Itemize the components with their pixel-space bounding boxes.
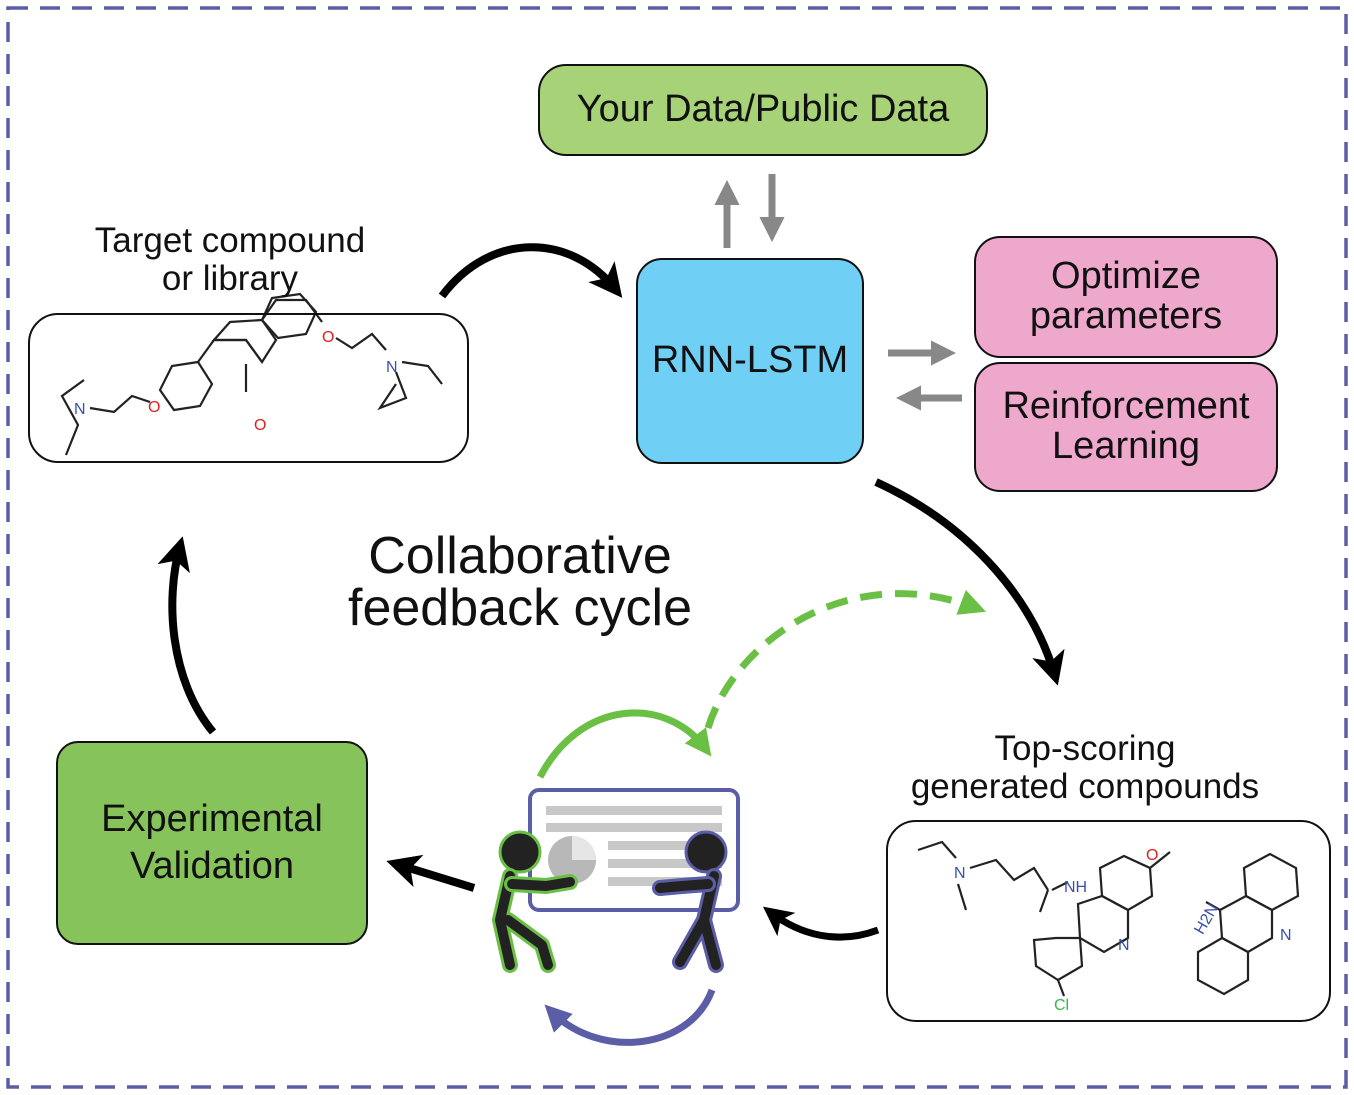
atom-target-N-left: N	[74, 401, 86, 418]
arrow-experimental-to-target	[157, 536, 217, 735]
target-compound-box	[28, 313, 469, 463]
atom-target-O-right: O	[322, 329, 334, 346]
arrow-purple-bottom	[544, 988, 716, 1046]
arrow-rnn-to-topscoring	[874, 478, 1065, 686]
top-scoring-compounds-box	[886, 820, 1331, 1022]
optimize-parameters-label: Optimize parameters	[1029, 255, 1223, 337]
person-purple-icon	[652, 830, 728, 973]
experimental-validation-node: Experimental Validation	[56, 741, 368, 945]
target-compound-label: Target compound or library	[94, 221, 366, 298]
arrow-target-to-rnn	[438, 243, 623, 299]
generated-molecule-2	[1196, 852, 1300, 996]
reinforcement-learning-node: Reinforcement Learning	[974, 362, 1278, 492]
atom-target-N-right: N	[386, 359, 398, 376]
atom-gen-Cl: Cl	[1054, 997, 1069, 1014]
arrow-topscoring-to-people	[762, 906, 880, 941]
atom-gen-N-ring1: N	[1118, 937, 1130, 954]
atom-target-O-ketone: O	[254, 417, 266, 434]
optimize-parameters-node: Optimize parameters	[974, 236, 1278, 358]
data-source-node: Your Data/Public Data	[538, 64, 988, 156]
atom-gen-N-amine: N	[954, 865, 966, 882]
pie-chart-icon	[548, 836, 596, 884]
rnn-lstm-label: RNN-LSTM	[651, 339, 849, 382]
rnn-lstm-node: RNN-LSTM	[636, 258, 864, 464]
collaborative-cycle-label: Collaborative feedback cycle	[348, 527, 692, 637]
top-scoring-label: Top-scoring generated compounds	[910, 729, 1260, 806]
atom-target-O-left: O	[148, 399, 160, 416]
arrow-people-to-experimental	[386, 854, 476, 892]
target-molecule	[60, 292, 443, 456]
atom-gen-O-methoxy: O	[1146, 847, 1158, 864]
person-green-icon	[492, 830, 578, 973]
generated-molecule-1	[917, 840, 1171, 997]
reinforcement-learning-label: Reinforcement Learning	[1002, 385, 1250, 467]
arrow-green-top	[536, 709, 712, 779]
atom-gen-N-ring2: N	[1280, 927, 1292, 944]
experimental-validation-label: Experimental Validation	[101, 797, 323, 888]
arrow-green-dashed	[704, 589, 986, 730]
atom-gen-NH: NH	[1064, 879, 1087, 896]
dashed-border	[6, 6, 1348, 1089]
data-source-label: Your Data/Public Data	[576, 88, 950, 131]
